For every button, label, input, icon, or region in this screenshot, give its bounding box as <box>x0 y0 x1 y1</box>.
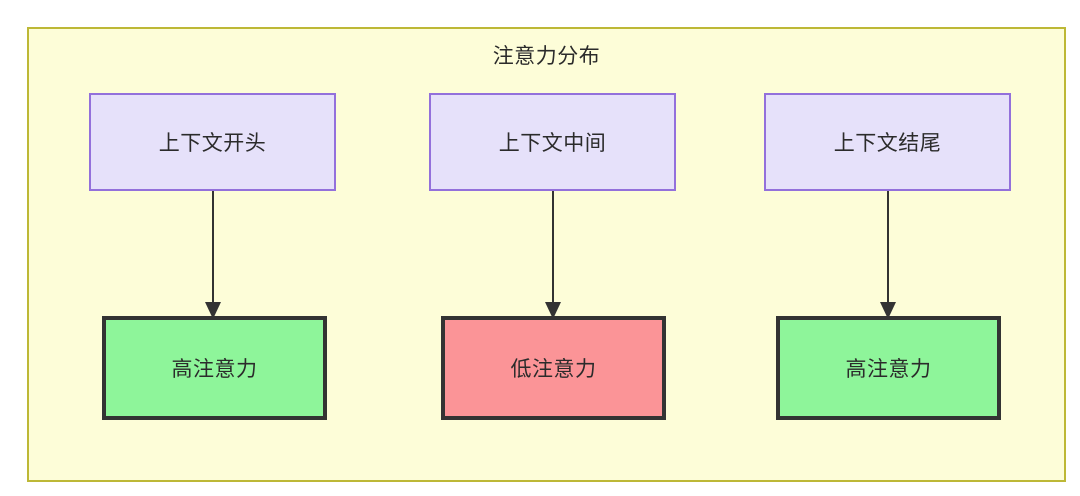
arrow-head-icon <box>205 302 221 319</box>
arrow-head-icon <box>880 302 896 319</box>
arrow-middle-to-low <box>538 191 568 319</box>
node-attention-high-start-label: 高注意力 <box>171 358 258 381</box>
node-context-middle[interactable]: 上下文中间 <box>429 93 676 191</box>
node-attention-high-end-label: 高注意力 <box>845 358 932 381</box>
node-context-start[interactable]: 上下文开头 <box>89 93 336 191</box>
diagram-canvas: 注意力分布 上下文开头 高注意力 上下文中间 低注意力 上下文结尾 高 <box>27 27 1066 482</box>
node-attention-low-middle-label: 低注意力 <box>510 358 597 381</box>
arrow-end-to-high <box>873 191 903 319</box>
node-context-start-label: 上下文开头 <box>158 132 267 155</box>
node-context-end-label: 上下文结尾 <box>833 132 942 155</box>
diagram-title: 注意力分布 <box>492 45 601 68</box>
node-attention-high-start[interactable]: 高注意力 <box>102 316 327 420</box>
node-context-end[interactable]: 上下文结尾 <box>764 93 1011 191</box>
node-attention-low-middle[interactable]: 低注意力 <box>441 316 666 420</box>
node-attention-high-end[interactable]: 高注意力 <box>776 316 1001 420</box>
arrow-start-to-high <box>198 191 228 319</box>
node-context-middle-label: 上下文中间 <box>498 132 607 155</box>
arrow-head-icon <box>545 302 561 319</box>
